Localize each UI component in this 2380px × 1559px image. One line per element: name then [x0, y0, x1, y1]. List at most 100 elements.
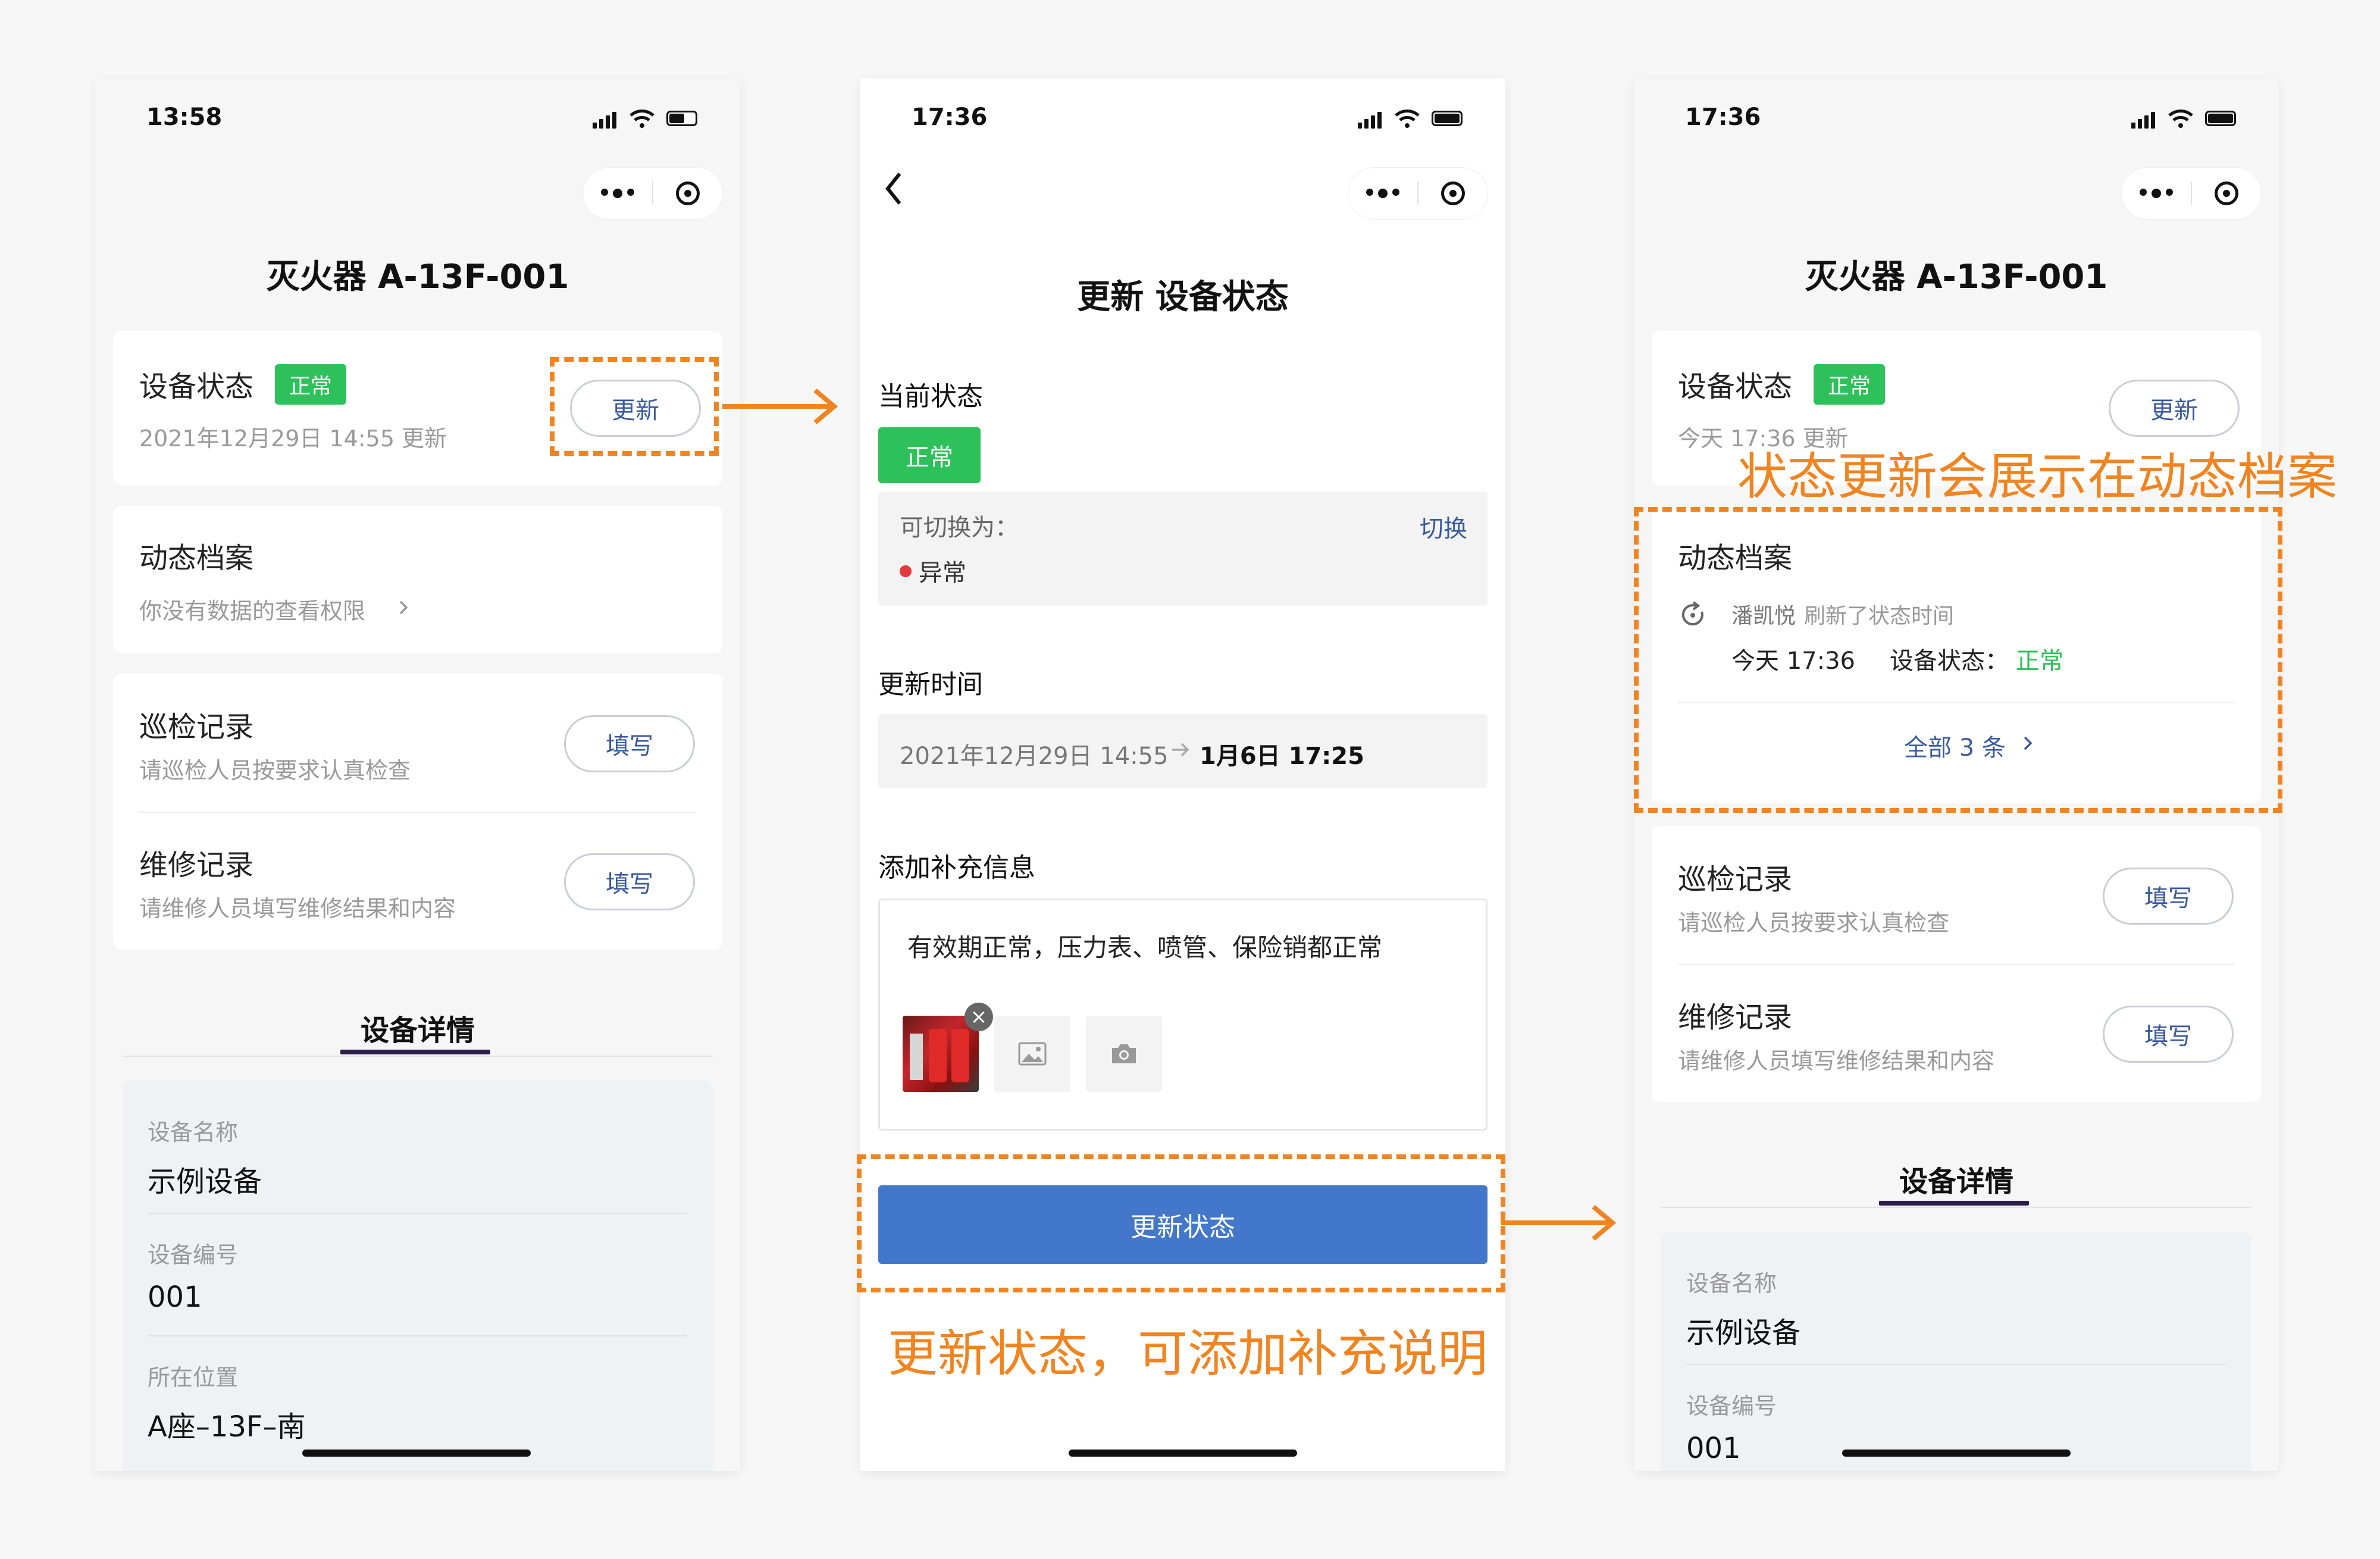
home-indicator	[1069, 1450, 1297, 1457]
extra-info-label: 添加补充信息	[878, 853, 1035, 883]
time-from: 2021年12月29日 14:55	[900, 743, 1169, 770]
more-icon[interactable]	[1348, 189, 1417, 198]
wifi-icon	[630, 109, 654, 128]
repair-hint: 请维修人员填写维修结果和内容	[139, 896, 456, 922]
records-card: 巡检记录 请巡检人员按要求认真检查 填写 维修记录 请维修人员填写维修结果和内容…	[1652, 826, 2261, 1102]
battery-icon	[2205, 111, 2236, 126]
extra-info-text: 有效期正常，压力表、喷管、保险销都正常	[907, 933, 1383, 962]
phone-screen-update-status: 17:36 更新 设备状态 当前状态 正常 可切换为： 切换 异常 更新时间 2…	[860, 79, 1505, 1471]
field-value-location: A座–13F–南	[148, 1410, 306, 1444]
photo-detail	[951, 1029, 969, 1082]
log-action: 刷新了状态时间	[1804, 604, 1955, 628]
divider	[148, 1335, 687, 1336]
inspect-hint: 请巡检人员按要求认真检查	[1678, 910, 1950, 936]
tab-indicator	[1879, 1201, 2029, 1206]
archive-title: 动态档案	[1678, 541, 1793, 575]
inspect-fill-button[interactable]: 填写	[2103, 868, 2234, 925]
phone-screen-device-detail: 13:58 灭火器 A-13F-001 设备状态 正常 2021年12月29日 …	[95, 79, 740, 1471]
field-label-name: 设备名称	[1686, 1270, 1777, 1297]
field-value-number: 001	[1686, 1432, 1741, 1465]
tab-divider	[123, 1056, 713, 1057]
update-button[interactable]: 更新	[570, 380, 701, 437]
wifi-icon	[2168, 109, 2193, 128]
status-updated-time: 2021年12月29日 14:55 更新	[139, 425, 447, 452]
more-icon[interactable]	[583, 189, 652, 198]
field-value-name: 示例设备	[1686, 1316, 1801, 1350]
status-updated-time: 今天 17:36 更新	[1678, 425, 1848, 452]
page-title: 灭火器 A-13F-001	[266, 258, 569, 296]
repair-fill-button[interactable]: 填写	[2103, 1006, 2234, 1063]
status-bar-time: 17:36	[912, 104, 988, 131]
annotation-archive-note: 状态更新会展示在动态档案	[1737, 447, 2338, 506]
archive-card[interactable]: 动态档案 你没有数据的查看权限	[113, 506, 722, 653]
log-user: 潘凯悦	[1731, 604, 1796, 628]
inspect-hint: 请巡检人员按要求认真检查	[139, 757, 411, 784]
inspect-title: 巡检记录	[139, 710, 254, 744]
update-button[interactable]: 更新	[2109, 380, 2240, 437]
switch-panel: 可切换为： 切换 异常	[878, 492, 1488, 606]
wifi-icon	[1395, 109, 1420, 128]
close-icon[interactable]: ×	[964, 1003, 993, 1031]
attached-photo-thumbnail[interactable]	[903, 1016, 979, 1092]
field-label-number: 设备编号	[1686, 1393, 1777, 1419]
take-photo-button[interactable]	[1086, 1016, 1162, 1092]
chevron-right-icon	[2024, 736, 2033, 750]
divider	[148, 1213, 687, 1214]
status-bar-time: 17:36	[1685, 104, 1761, 131]
phone-screen-device-detail-updated: 17:36 灭火器 A-13F-001 设备状态 正常 今天 17:36 更新 …	[1634, 79, 2279, 1471]
time-to: 1月6日 17:25	[1200, 743, 1364, 770]
divider	[139, 812, 696, 813]
tab-device-details[interactable]: 设备详情	[360, 1014, 475, 1047]
capsule-divider	[652, 181, 653, 205]
target-icon[interactable]	[653, 181, 722, 205]
signal-icon	[1358, 112, 1382, 129]
field-value-name: 示例设备	[148, 1165, 262, 1198]
update-time-field[interactable]: 2021年12月29日 14:55 1月6日 17:25	[878, 714, 1488, 788]
status-badge: 正常	[275, 364, 347, 405]
page-title: 更新 设备状态	[1077, 278, 1289, 317]
add-image-button[interactable]	[994, 1016, 1070, 1092]
chevron-right-icon	[399, 600, 408, 615]
extra-info-textarea[interactable]: 有效期正常，压力表、喷管、保险销都正常 ×	[878, 899, 1488, 1131]
field-label-number: 设备编号	[148, 1242, 239, 1268]
capsule-divider	[1417, 181, 1418, 205]
page-title: 灭火器 A-13F-001	[1805, 258, 2108, 296]
abnormal-status-option[interactable]: 异常	[919, 559, 966, 587]
archive-title: 动态档案	[139, 541, 254, 575]
archive-card: 动态档案 潘凯悦 刷新了状态时间 今天 17:36 设备状态： 正常 全部 3 …	[1652, 506, 2261, 803]
battery-icon	[666, 111, 697, 126]
status-card: 设备状态 正常 2021年12月29日 14:55 更新 更新	[113, 331, 722, 486]
status-label: 设备状态	[1678, 370, 1793, 403]
battery-icon	[1432, 111, 1463, 126]
annotation-submit-note: 更新状态，可添加补充说明	[888, 1325, 1488, 1383]
target-icon[interactable]	[1418, 181, 1488, 205]
home-indicator	[1842, 1450, 2071, 1457]
arrow-to-update-screen-icon	[722, 388, 838, 425]
log-time: 今天 17:36	[1731, 647, 1855, 675]
inspect-fill-button[interactable]: 填写	[564, 715, 695, 772]
tab-device-details[interactable]: 设备详情	[1899, 1165, 2013, 1198]
target-icon[interactable]	[2192, 181, 2261, 205]
photo-detail	[910, 1034, 923, 1080]
switchable-label: 可切换为：	[900, 514, 1019, 541]
status-card: 设备状态 正常 今天 17:36 更新 更新	[1652, 331, 2261, 486]
highlight-archive-card	[1634, 507, 2282, 813]
field-value-number: 001	[148, 1281, 202, 1314]
view-all-logs-link[interactable]: 全部 3 条	[1904, 734, 2006, 762]
inspect-title: 巡检记录	[1678, 863, 1793, 896]
divider	[1678, 964, 2235, 965]
more-icon[interactable]	[2122, 189, 2191, 198]
status-badge: 正常	[1814, 364, 1886, 405]
archive-hint: 你没有数据的查看权限	[139, 598, 366, 624]
divider	[1678, 702, 2235, 703]
submit-update-status-button[interactable]: 更新状态	[878, 1185, 1488, 1264]
back-arrow-icon[interactable]	[882, 168, 906, 209]
highlight-submit-button	[857, 1154, 1505, 1292]
image-icon	[1018, 1042, 1047, 1066]
repair-title: 维修记录	[1678, 1001, 1793, 1034]
switch-link[interactable]: 切换	[1420, 515, 1467, 543]
current-status-label: 当前状态	[878, 381, 983, 412]
details-card: 设备名称 示例设备 设备编号 001	[1661, 1232, 2251, 1471]
repair-fill-button[interactable]: 填写	[564, 853, 695, 910]
field-label-location: 所在位置	[148, 1364, 239, 1391]
